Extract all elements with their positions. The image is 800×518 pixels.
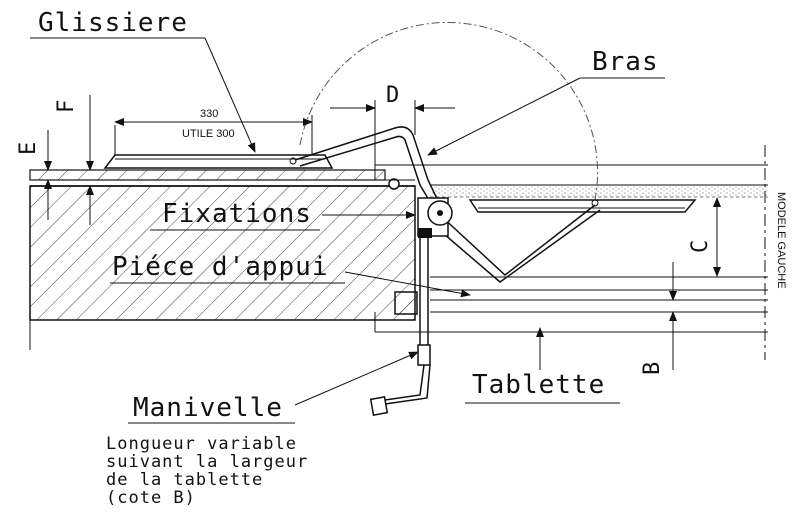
label-manivelle: Manivelle	[128, 351, 419, 424]
label-glissiere: Glissiere	[30, 8, 256, 153]
manivelle-label: Manivelle	[133, 393, 283, 423]
note-line-4: (cote B)	[106, 488, 196, 508]
piece-appui-label: Piéce d'appui	[112, 252, 329, 282]
dim-D: D	[330, 83, 455, 165]
bras-label: Bras	[592, 47, 659, 77]
dim-E-F: E F	[16, 95, 94, 225]
modele-gauche-label: MODELE GAUCHE	[775, 192, 787, 289]
arm-sweep-arc	[299, 21, 599, 201]
dim-C-label: C	[688, 239, 713, 253]
dim-B-label: B	[640, 361, 665, 375]
manivelle-crank	[369, 238, 431, 416]
dim-E-label: E	[16, 141, 41, 155]
dim-length-label: 330	[200, 108, 218, 120]
bras-arm	[294, 126, 601, 283]
dim-C: C	[688, 197, 721, 277]
label-fixations: Fixations	[150, 199, 416, 231]
dim-F-label: F	[54, 99, 79, 113]
tablette-label: Tablette	[472, 370, 605, 400]
glissiere-label: Glissiere	[38, 8, 188, 38]
label-bras: Bras	[427, 47, 665, 156]
note-block: Longueur variable suivant la largeur de …	[106, 434, 308, 508]
fixation-mechanism	[385, 178, 453, 238]
dim-utile-label: UTILE 300	[182, 128, 235, 140]
glissiere-slide	[103, 154, 334, 169]
piece-appui-block	[394, 291, 418, 315]
note-line-1: Longueur variable	[106, 434, 297, 454]
dim-330: 330 UTILE 300	[114, 108, 313, 155]
label-piece-appui: Piéce d'appui	[110, 252, 471, 298]
label-tablette: Tablette	[465, 327, 620, 404]
fixations-label: Fixations	[162, 199, 312, 229]
right-panels	[374, 145, 768, 360]
base-block	[29, 169, 416, 350]
note-line-3: de la tablette	[106, 470, 263, 490]
dim-B: B	[640, 262, 677, 375]
note-line-2: suivant la largeur	[106, 452, 308, 472]
dim-D-label: D	[386, 83, 400, 108]
glissiere-slide-right	[468, 199, 697, 213]
